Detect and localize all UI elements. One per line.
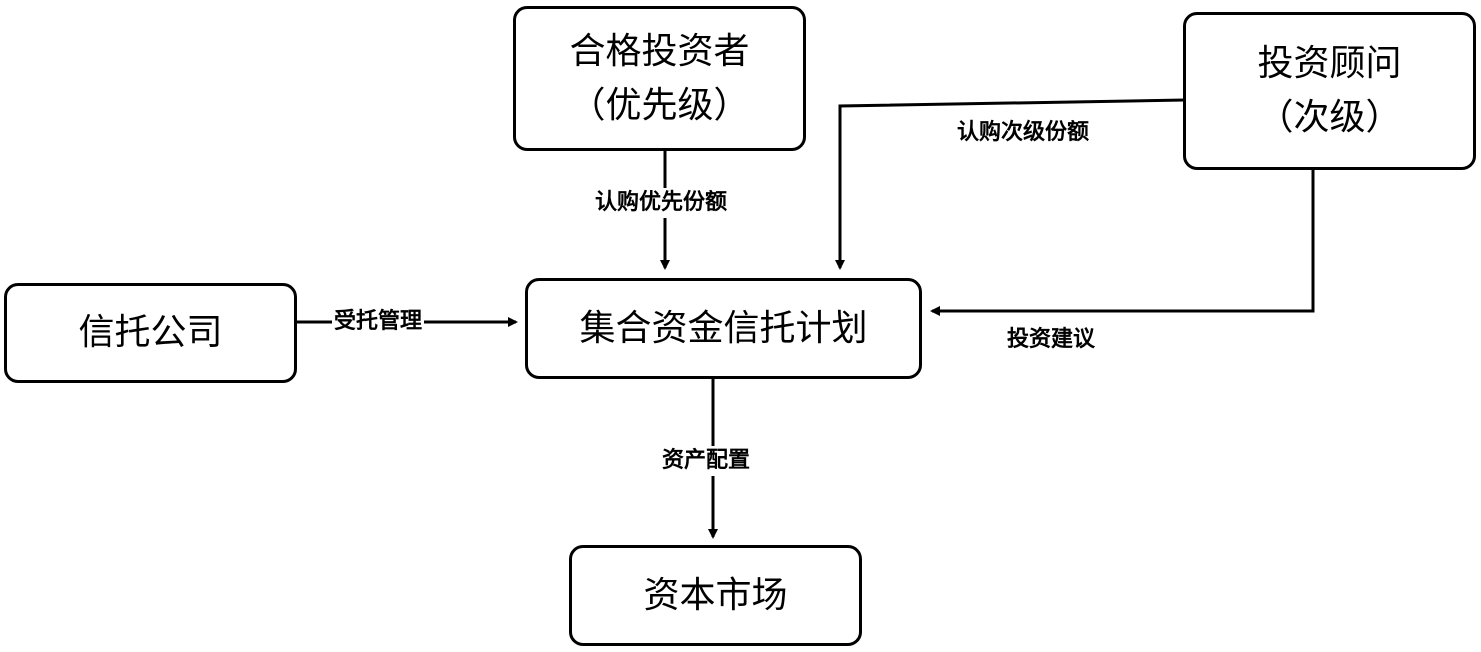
capital-market-label: 资本市场 xyxy=(643,574,788,616)
arrow-subscribe-junior xyxy=(835,98,1186,270)
senior-investor-tier: （优先级） xyxy=(569,84,750,126)
arrow-investment-advice xyxy=(930,170,1315,316)
senior-investor-box: 合格投资者 （优先级） xyxy=(513,6,806,151)
edge-label-asset-allocation: 资产配置 xyxy=(660,446,753,476)
edge-label-trustee-management: 受托管理 xyxy=(332,307,425,337)
investment-advisor-box: 投资顾问 （次级） xyxy=(1183,12,1476,170)
investment-advisor-tier: （次级） xyxy=(1257,97,1402,138)
senior-investor-title: 合格投资者 xyxy=(569,30,750,72)
trust-company-box: 信托公司 xyxy=(4,283,297,383)
investment-advisor-title: 投资顾问 xyxy=(1257,43,1402,84)
edge-label-subscribe-junior: 认购次级份额 xyxy=(955,118,1092,148)
capital-market-box: 资本市场 xyxy=(569,545,862,646)
trust-company-label: 信托公司 xyxy=(78,312,223,353)
edge-label-subscribe-senior: 认购优先份额 xyxy=(593,188,730,218)
edge-label-investment-advice: 投资建议 xyxy=(1005,325,1098,355)
trust-plan-box: 集合资金信托计划 xyxy=(525,278,922,379)
trust-plan-label: 集合资金信托计划 xyxy=(579,307,868,349)
